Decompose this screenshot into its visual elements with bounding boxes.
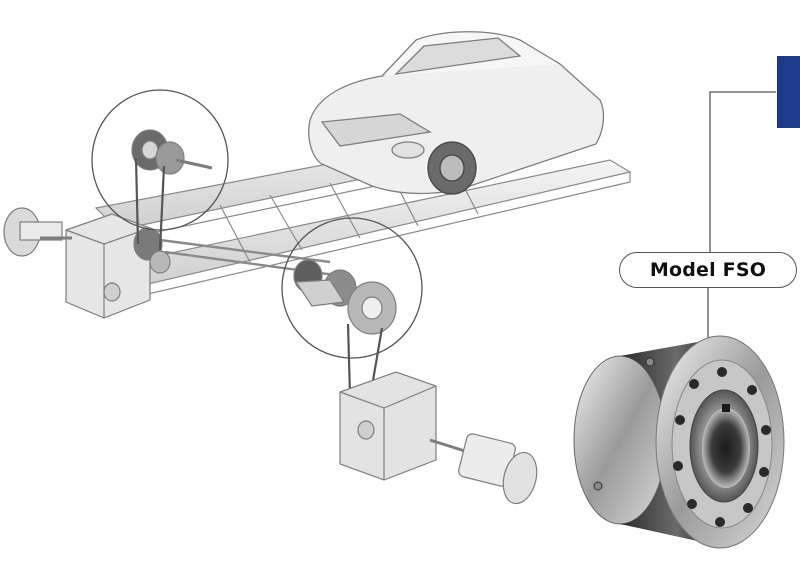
car-sketch (308, 31, 605, 195)
model-label: Model FSO (649, 259, 767, 281)
detail-circle-center (281, 217, 423, 359)
accent-tab (777, 56, 800, 128)
clutch-product-photo (573, 335, 785, 549)
gearbox-sketch (3, 129, 213, 319)
detail-circle-left (91, 89, 229, 231)
callout-connector (707, 91, 776, 356)
model-label-pill: Model FSO (619, 252, 797, 288)
motor-sketch (293, 259, 538, 505)
